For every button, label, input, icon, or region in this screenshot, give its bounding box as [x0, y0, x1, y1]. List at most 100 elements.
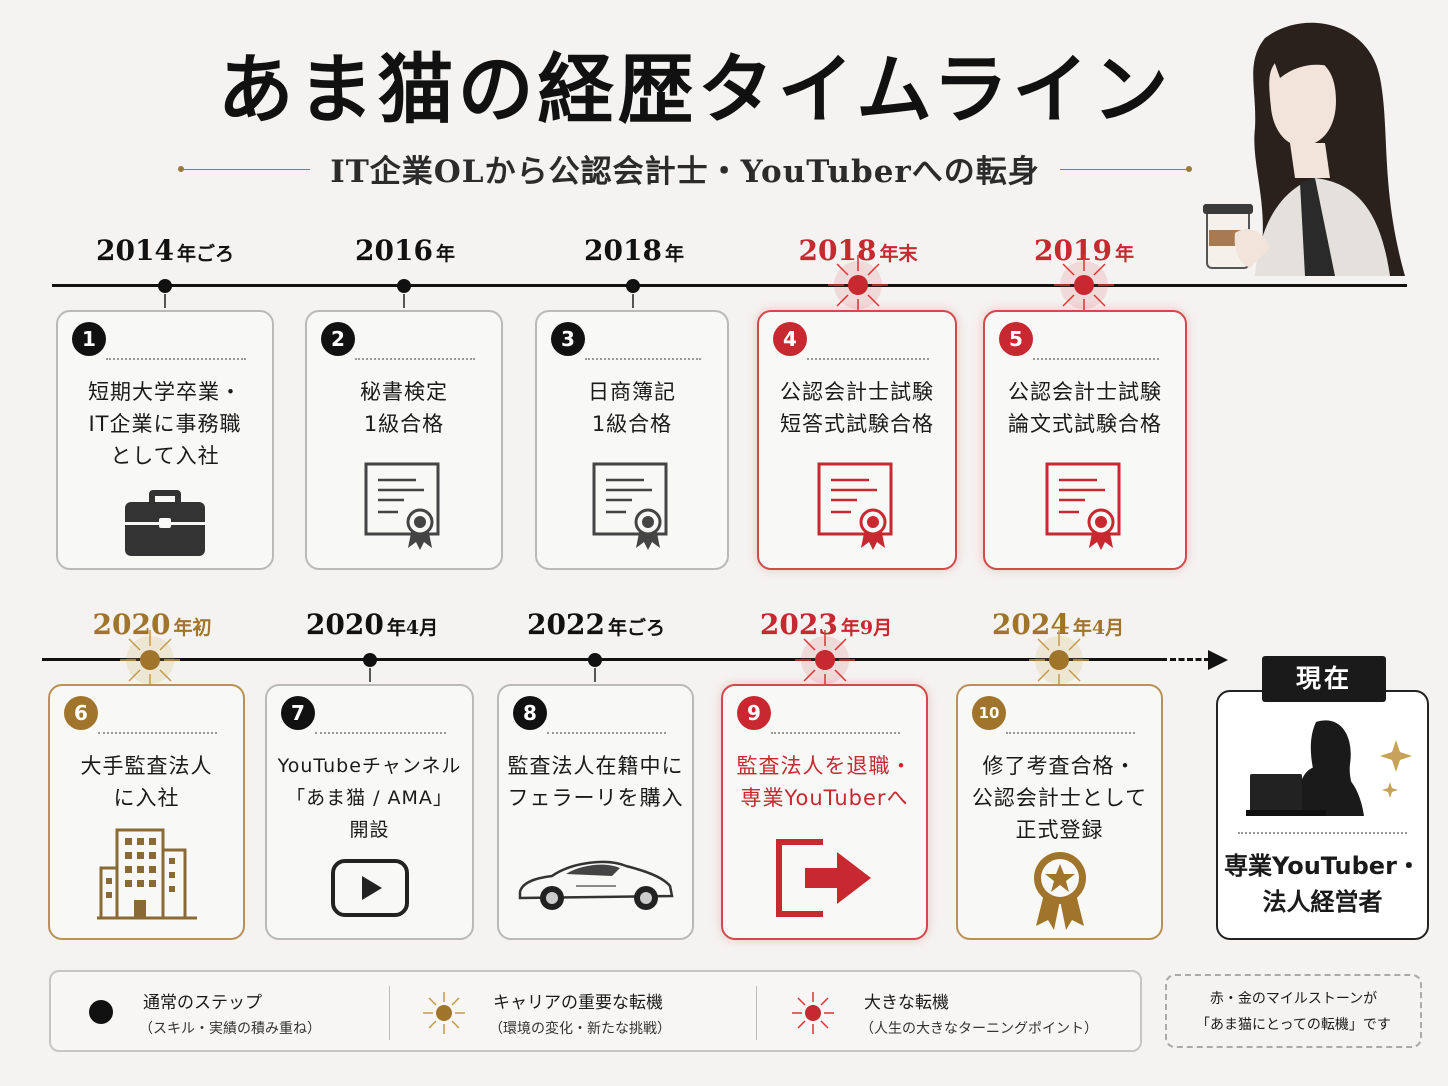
office-building-icon [96, 828, 197, 920]
gold-burst-marker-6 [120, 630, 180, 690]
page-title: あま猫の経歴タイムライン [217, 45, 1173, 134]
dotted-divider [1033, 358, 1159, 360]
timeline-tick-8 [594, 668, 596, 682]
milestone-card-10: 10 修了考査合格・ 公認会計士として 正式登録 [956, 684, 1163, 940]
gold-burst-marker-10 [1029, 630, 1089, 690]
briefcase-icon [125, 490, 205, 556]
milestone-number-badge: 10 [972, 696, 1006, 730]
timeline-tick-2 [403, 294, 405, 308]
milestone-card-1: 1 短期大学卒業・ IT企業に事務職 として入社 [56, 310, 274, 570]
milestone-text: 短期大学卒業・ IT企業に事務職 として入社 [88, 380, 242, 468]
milestone-card-9: 9 監査法人を退職・ 専業YouTuberへ [721, 684, 928, 940]
dotted-divider [547, 732, 666, 734]
milestone-text: YouTubeチャンネル 「あま猫 / AMA」 開設 [277, 755, 462, 841]
woman-at-laptop-icon [1246, 720, 1412, 816]
certificate-icon [817, 462, 893, 550]
milestone-card-2: 2 秘書検定 1級合格 [305, 310, 503, 570]
milestone-text: 秘書検定 1級合格 [360, 380, 448, 436]
legend-title: 通常のステップ [143, 993, 262, 1013]
timeline-arrow-icon [1208, 650, 1228, 670]
red-burst-marker-5 [1054, 255, 1114, 315]
black-dot-icon [89, 1000, 113, 1024]
timeline-tick-7 [369, 668, 371, 682]
milestone-text: 監査法人を退職・ 専業YouTuberへ [736, 754, 913, 810]
legend: 通常のステップ （スキル・実績の積み重ね） キャリアの重要な転機 （環境の変化・… [49, 970, 1142, 1052]
milestone-card-3: 3 日商簿記 1級合格 [535, 310, 729, 570]
milestone-number-badge: 6 [64, 696, 98, 730]
legend-title: キャリアの重要な転機 [493, 993, 663, 1013]
play-button-icon [330, 859, 409, 917]
dotted-divider [106, 358, 246, 360]
certificate-icon [592, 462, 668, 550]
subtitle-ornament-left [178, 166, 310, 172]
current-status-text: 専業YouTuber・ 法人経営者 [1224, 852, 1421, 916]
milestone-number-badge: 2 [321, 322, 355, 356]
milestone-card-8: 8 監査法人在籍中に フェラーリを購入 [497, 684, 694, 940]
timeline-tick-3 [632, 294, 634, 308]
timeline-continue-dash [1170, 658, 1210, 661]
dotted-divider [98, 732, 217, 734]
milestone-text: 修了考査合格・ 公認会計士として 正式登録 [971, 754, 1148, 842]
dotted-divider [315, 732, 446, 734]
milestone-card-7: 7 YouTubeチャンネル 「あま猫 / AMA」 開設 [265, 684, 474, 940]
current-status-label: 現在 [1262, 656, 1386, 702]
milestone-number-badge: 7 [281, 696, 315, 730]
milestone-number-badge: 9 [737, 696, 771, 730]
milestone-text: 大手監査法人 に入社 [80, 754, 213, 810]
red-burst-marker-9 [795, 630, 855, 690]
milestone-text: 監査法人在籍中に フェラーリを購入 [507, 754, 684, 810]
legend-subtitle: （スキル・実績の積み重ね） [139, 1021, 321, 1037]
legend-separator [389, 986, 390, 1040]
subtitle-area: IT企業OLから公認会計士・YouTuberへの転身 [178, 146, 1192, 190]
dotted-divider [807, 358, 929, 360]
legend-separator [756, 986, 757, 1040]
legend-subtitle: （人生の大きなターニングポイント） [860, 1021, 1098, 1037]
award-medal-icon [1033, 852, 1086, 930]
exit-arrow-icon [775, 839, 871, 917]
woman-with-coffee-illustration [1203, 22, 1405, 276]
milestone-number-badge: 5 [999, 322, 1033, 356]
timeline-dot-1 [158, 279, 172, 293]
milestone-card-6: 6 大手監査法人 に入社 [48, 684, 245, 940]
page-subtitle: IT企業OLから公認会計士・YouTuberへの転身 [330, 154, 1040, 190]
milestone-card-4: 4 公認会計士試験 短答式試験合格 [757, 310, 957, 570]
milestone-card-5: 5 公認会計士試験 論文式試験合格 [983, 310, 1187, 570]
dotted-divider [1006, 732, 1135, 734]
timeline-tick-1 [164, 294, 166, 308]
timeline-dot-7 [363, 653, 377, 667]
certificate-icon [364, 462, 440, 550]
timeline-dot-3 [626, 279, 640, 293]
dotted-divider [1238, 832, 1407, 834]
milestone-text: 公認会計士試験 短答式試験合格 [780, 380, 934, 436]
turning-point-note: 赤・金のマイルストーンが 「あま猫にとっての転機」です [1165, 974, 1422, 1048]
sports-car-icon [518, 860, 674, 910]
milestone-number-badge: 4 [773, 322, 807, 356]
legend-title: 大きな転機 [864, 993, 949, 1013]
dotted-divider [585, 358, 701, 360]
certificate-icon [1045, 462, 1121, 550]
timeline-line-row1 [52, 284, 1407, 287]
milestone-text: 公認会計士試験 論文式試験合格 [1008, 380, 1162, 436]
gold-burst-icon [423, 992, 465, 1034]
legend-subtitle: （環境の変化・新たな挑戦） [489, 1021, 671, 1037]
dotted-divider [355, 358, 475, 360]
milestone-number-badge: 1 [72, 322, 106, 356]
red-burst-marker-4 [828, 255, 888, 315]
dotted-divider [771, 732, 900, 734]
timeline-line-row2 [42, 658, 1167, 661]
timeline-dot-2 [397, 279, 411, 293]
milestone-number-badge: 3 [551, 322, 585, 356]
milestone-text: 日商簿記 1級合格 [588, 380, 676, 436]
red-burst-icon [792, 992, 834, 1034]
milestone-number-badge: 8 [513, 696, 547, 730]
subtitle-ornament-right [1060, 166, 1192, 172]
